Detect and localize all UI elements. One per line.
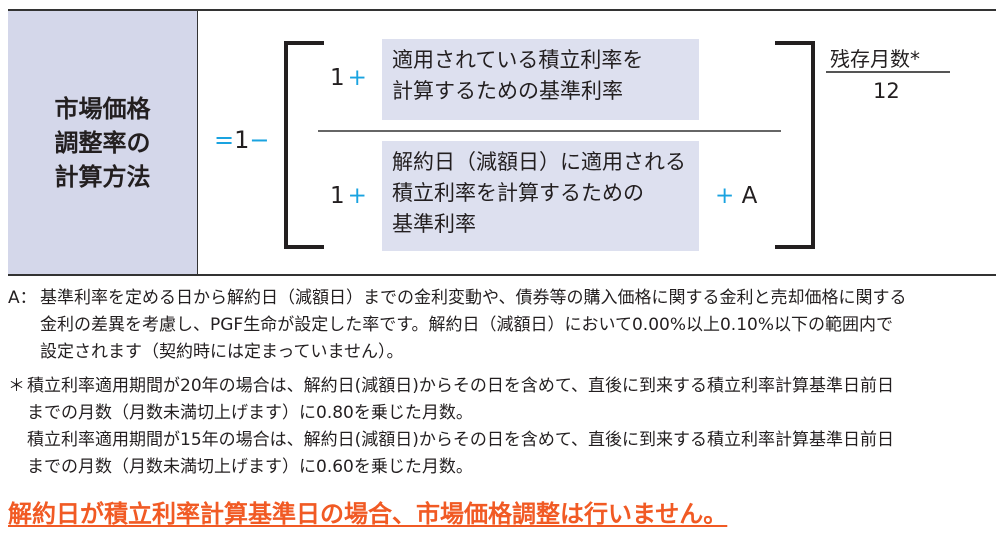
- one: 1: [330, 65, 345, 91]
- equals-one-minus: =1−: [214, 126, 270, 154]
- plus-sign: +: [347, 65, 367, 91]
- equals-sign: =: [214, 126, 235, 154]
- note-a-line: 基準利率を定める日から解約日（減額日）までの金利変動や、債券等の購入価格に関する…: [40, 288, 907, 308]
- note-star-line: までの月数（月数未満切上げます）に0.60を乗じた月数。: [27, 457, 473, 477]
- numerator-rate-box: 適用されている積立利率を 計算するための基準利率: [382, 39, 699, 120]
- denominator-one-plus: 1+: [330, 183, 367, 209]
- minus-sign: −: [249, 126, 270, 154]
- note-star-marker: ＊: [8, 376, 25, 396]
- note-a-line: 金利の差異を考慮し、PGF生命が設定した率です。解約日（減額日）において0.00…: [40, 315, 894, 335]
- numerator-one-plus: 1+: [330, 65, 367, 91]
- formula-label: 市場価格 調整率の 計算方法: [54, 94, 151, 191]
- exponent-divider: [826, 71, 950, 73]
- one: 1: [330, 183, 345, 209]
- right-bracket: [775, 41, 815, 249]
- exponent-numerator: 残存月数*: [830, 47, 920, 71]
- denominator-rate-box: 解約日（減額日）に適用される 積立利率を計算するための 基準利率: [382, 141, 699, 251]
- note-star-line: 積立利率適用期間が20年の場合は、解約日(減額日)からその日を含めて、直後に到来…: [27, 376, 895, 396]
- warning-text: 解約日が積立利率計算基準日の場合、市場価格調整は行いません。: [8, 500, 728, 528]
- plus-a: + A: [715, 183, 757, 209]
- note-a-line: 設定されます（契約時には定まっていません）。: [40, 342, 404, 362]
- plus-sign: +: [715, 183, 735, 209]
- fraction-divider: [318, 130, 781, 132]
- left-bracket: [284, 41, 324, 249]
- note-star: 積立利率適用期間が20年の場合は、解約日(減額日)からその日を含めて、直後に到来…: [27, 373, 894, 481]
- formula-table: 市場価格 調整率の 計算方法: [8, 9, 996, 276]
- plus-sign: +: [347, 183, 367, 209]
- formula-label-cell: 市場価格 調整率の 計算方法: [8, 11, 198, 274]
- note-star-line: 積立利率適用期間が15年の場合は、解約日(減額日)からその日を含めて、直後に到来…: [27, 430, 895, 450]
- note-star-line: までの月数（月数未満切上げます）に0.80を乗じた月数。: [27, 403, 473, 423]
- note-a: 基準利率を定める日から解約日（減額日）までの金利変動や、債券等の購入価格に関する…: [40, 285, 907, 366]
- exponent-denominator: 12: [873, 79, 900, 103]
- a-term: A: [741, 183, 758, 209]
- one: 1: [234, 126, 250, 154]
- note-a-marker: A：: [8, 288, 37, 308]
